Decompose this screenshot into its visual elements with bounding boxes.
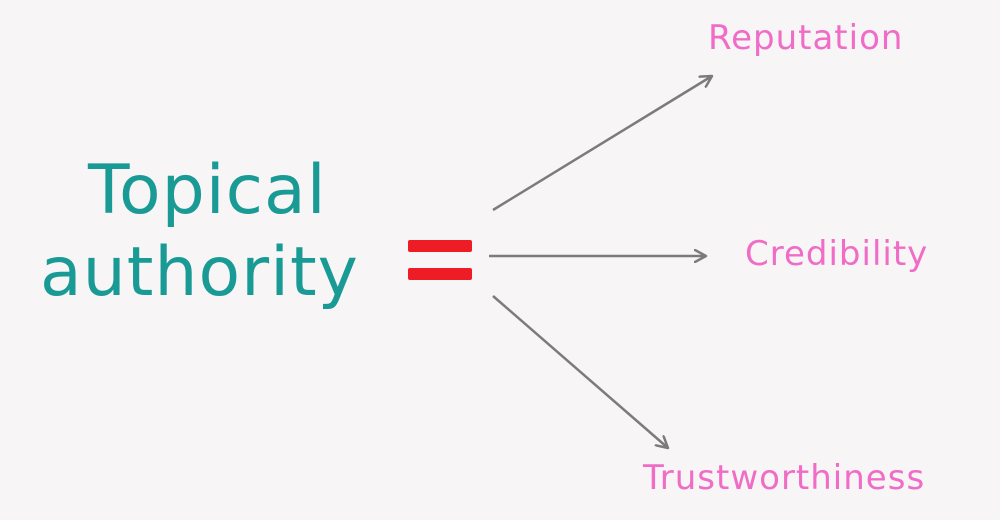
equals-bar-top: [408, 240, 472, 252]
equals-sign: [408, 240, 472, 284]
arrow-to-trustworthiness: [492, 295, 668, 448]
arrow-to-reputation: [492, 76, 712, 212]
subject-line-2: authority: [40, 232, 359, 312]
outcome-trustworthiness: Trustworthiness: [643, 458, 926, 498]
subject-line-1: Topical: [88, 151, 327, 230]
outcome-credibility: Credibility: [745, 234, 929, 274]
equals-bar-bottom: [408, 268, 472, 280]
subject-term: Topical authority: [40, 150, 400, 313]
outcome-reputation: Reputation: [708, 18, 904, 58]
